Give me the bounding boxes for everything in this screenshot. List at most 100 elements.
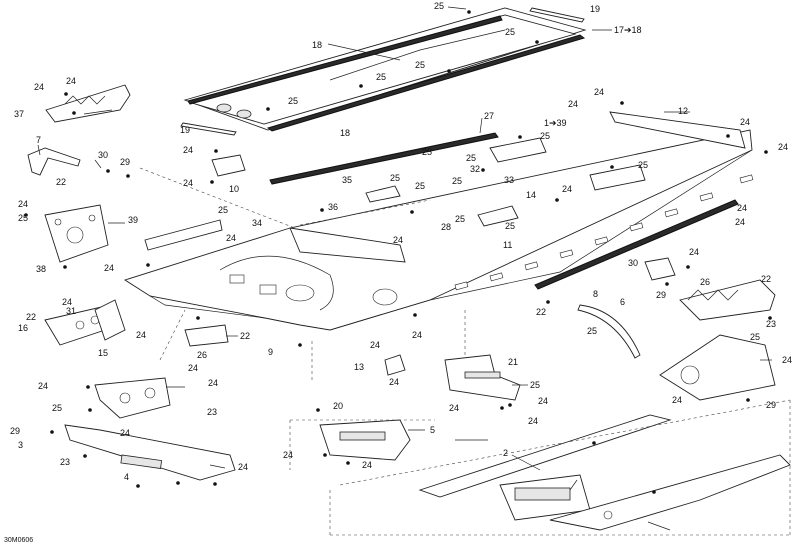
callout-label: 26 <box>700 277 710 287</box>
rail-strip-upper <box>187 15 503 105</box>
bracket-13 <box>94 377 171 419</box>
callout-label: 26 <box>197 350 207 360</box>
callout-label: 24 <box>782 355 792 365</box>
callout-label: 25 <box>422 147 432 157</box>
callout-label: 24 <box>370 340 380 350</box>
callout-label: 29 <box>120 157 130 167</box>
foot-rail-5 <box>64 424 236 481</box>
chassis-slots <box>454 174 754 291</box>
callout-label: 27 <box>484 111 494 121</box>
callout-label: 7 <box>36 135 41 145</box>
callout-label: 25 <box>505 27 515 37</box>
rail-strip-lower <box>266 34 586 132</box>
bracket-31 <box>94 299 126 341</box>
running-board-4 <box>549 454 791 531</box>
callout-label: 24 <box>18 199 28 209</box>
callout-label: 24 <box>538 396 548 406</box>
callout-label: 25 <box>376 72 386 82</box>
callout-label: 3 <box>18 440 23 450</box>
callout-label: 24 <box>183 145 193 155</box>
callout-label: 25 <box>218 205 228 215</box>
bracket-9 <box>384 354 406 376</box>
callout-label: 24 <box>34 82 44 92</box>
callout-label: 38 <box>36 264 46 274</box>
callout-label: 25 <box>455 214 465 224</box>
callout-label: 25 <box>540 131 550 141</box>
bracket-11 <box>644 257 676 281</box>
callout-label: 24 <box>208 378 218 388</box>
callout-label: 1➔39 <box>544 118 567 128</box>
bracket-10 <box>211 154 246 177</box>
callout-label: 23 <box>207 407 217 417</box>
callout-label: 24 <box>562 184 572 194</box>
bracket-7 <box>27 147 81 176</box>
callout-label: 24 <box>449 403 459 413</box>
callout-label: 24 <box>389 377 399 387</box>
fastener-dots <box>24 10 772 494</box>
callout-label: 25 <box>18 213 28 223</box>
callout-label: 25 <box>415 181 425 191</box>
callout-label: 20 <box>333 401 343 411</box>
callout-label: 24 <box>238 462 248 472</box>
rail-39 <box>144 219 223 251</box>
leader-lines <box>37 6 772 531</box>
callout-label: 5 <box>430 425 435 435</box>
callout-label: 25 <box>587 326 597 336</box>
callout-label: 14 <box>526 190 536 200</box>
callout-label: 24 <box>38 381 48 391</box>
callout-label: 24 <box>120 428 130 438</box>
rail-cap-19-left <box>180 122 237 136</box>
rear-plate-12 <box>609 111 746 149</box>
callout-label: 25 <box>288 96 298 106</box>
wear-strip-27 <box>269 132 499 185</box>
callout-label: 24 <box>672 395 682 405</box>
callout-label: 17➔18 <box>614 25 642 35</box>
bracket-37 <box>45 84 131 123</box>
callout-label: 39 <box>128 215 138 225</box>
callout-label: 24 <box>740 117 750 127</box>
callout-label: 24 <box>594 87 604 97</box>
callout-label: 11 <box>503 240 512 250</box>
callout-label: 21 <box>508 357 518 367</box>
callout-label: 24 <box>735 217 745 227</box>
bracket-16 <box>184 324 229 347</box>
callout-label: 25 <box>750 332 760 342</box>
callout-label: 10 <box>229 184 239 194</box>
callout-label: 23 <box>60 457 70 467</box>
bracket-34 <box>477 205 519 227</box>
callout-label: 22 <box>761 274 771 284</box>
callout-label: 22 <box>26 312 36 322</box>
bracket-33 <box>589 164 646 191</box>
callout-label: 24 <box>689 247 699 257</box>
callout-label: 24 <box>393 235 403 245</box>
callout-label: 29 <box>10 426 20 436</box>
callout-label: 6 <box>620 297 625 307</box>
callout-label: 24 <box>188 363 198 373</box>
callout-label: 24 <box>62 297 72 307</box>
callout-label: 30 <box>628 258 638 268</box>
callout-label: 25 <box>434 1 444 11</box>
callout-label: 24 <box>362 460 372 470</box>
callout-label: 32 <box>470 164 480 174</box>
callout-label: 37 <box>14 109 24 119</box>
callout-label: 24 <box>528 416 538 426</box>
callout-label: 28 <box>441 222 451 232</box>
drawing-reference-code: 30M0606 <box>4 537 34 544</box>
rail-cap-19-right <box>529 7 585 23</box>
callout-label: 19 <box>590 4 600 14</box>
callout-label: 33 <box>504 175 514 185</box>
callout-label: 25 <box>52 403 62 413</box>
callout-label: 36 <box>328 202 338 212</box>
callout-label: 29 <box>766 400 776 410</box>
skid-plate-38 <box>679 279 776 321</box>
callout-label: 22 <box>56 177 66 187</box>
callout-label: 35 <box>342 175 352 185</box>
callout-label: 24 <box>66 76 76 86</box>
callout-label: 9 <box>268 347 273 357</box>
bracket-20 <box>319 419 411 461</box>
callout-label: 24 <box>226 233 236 243</box>
callout-label: 25 <box>452 176 462 186</box>
callout-label: 22 <box>536 307 546 317</box>
callout-label: 8 <box>593 289 598 299</box>
callout-label: 24 <box>568 99 578 109</box>
